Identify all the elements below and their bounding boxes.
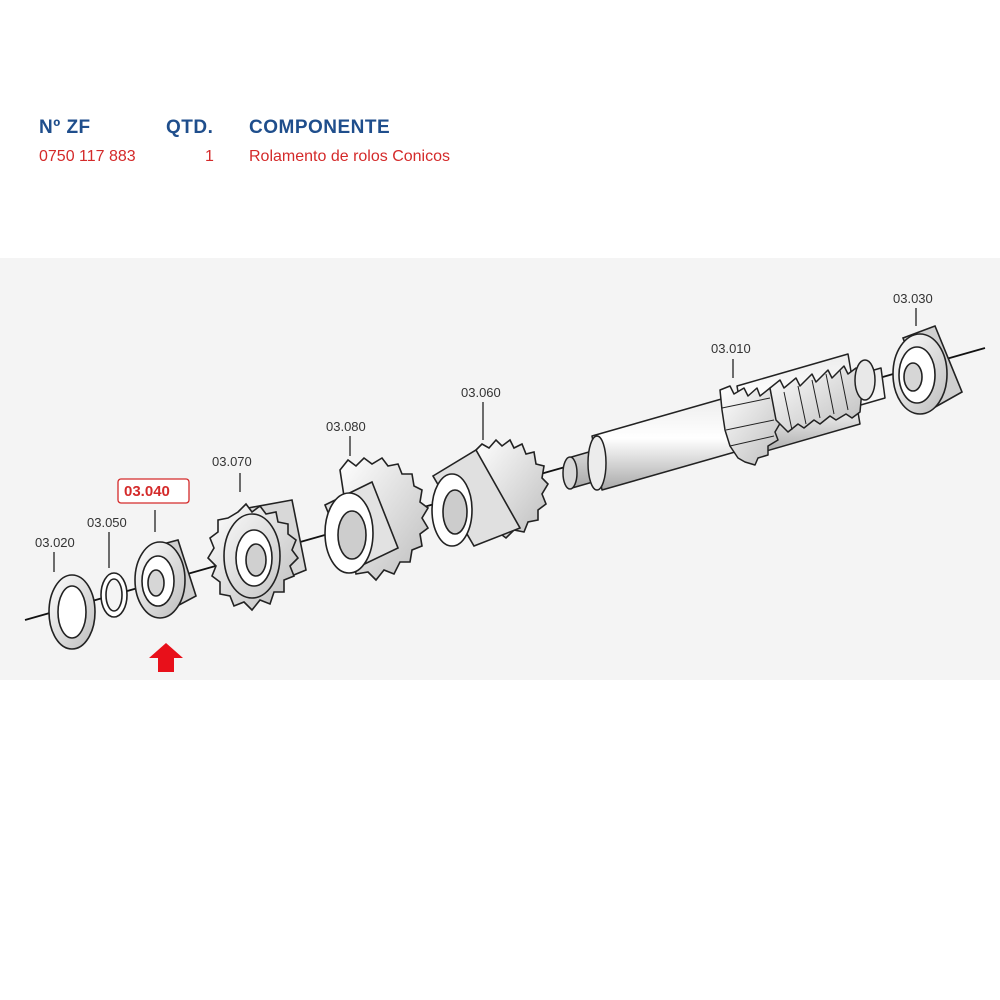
header-component: COMPONENTE xyxy=(249,117,391,138)
value-part-number: 0750 117 883 xyxy=(39,148,136,165)
value-quantity: 1 xyxy=(205,148,214,165)
gear-03080 xyxy=(323,456,430,582)
label-03030: 03.030 xyxy=(893,291,933,306)
arrow-up-icon xyxy=(149,643,183,672)
label-03010: 03.010 xyxy=(711,341,751,356)
label-03080: 03.080 xyxy=(326,419,366,434)
label-03050: 03.050 xyxy=(87,515,127,530)
bearing-03030 xyxy=(892,324,964,415)
washer-03020 xyxy=(48,574,96,650)
header-quantity: QTD. xyxy=(166,117,214,138)
snap-ring-03050 xyxy=(100,572,128,618)
bearing-03040 xyxy=(134,539,197,619)
value-component: Rolamento de rolos Conicos xyxy=(249,148,450,165)
label-03020: 03.020 xyxy=(35,535,75,550)
gear-03070 xyxy=(206,499,307,612)
label-03060: 03.060 xyxy=(461,385,501,400)
label-03070: 03.070 xyxy=(212,454,252,469)
highlight-label-box xyxy=(117,478,190,504)
leader-lines xyxy=(53,308,917,572)
header-part-number: Nº ZF xyxy=(39,117,91,138)
label-03040: 03.040 xyxy=(124,483,170,500)
gear-03060 xyxy=(431,438,550,547)
main-shaft xyxy=(562,353,886,491)
